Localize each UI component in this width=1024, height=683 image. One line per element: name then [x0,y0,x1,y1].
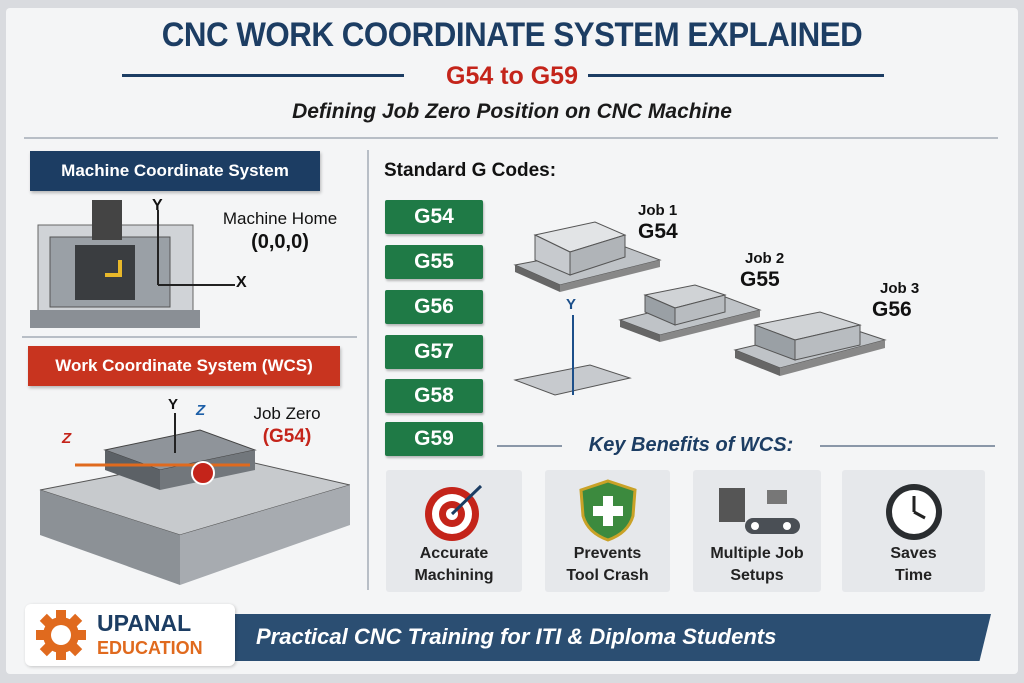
machine-home-label: Machine Home [222,209,338,228]
target-icon [425,484,483,541]
footer-banner [225,614,991,661]
benefit-text: Tool Crash [566,567,649,584]
page-title: CNC WORK COORDINATE SYSTEM EXPLAINED [161,16,863,54]
vertical-divider [367,150,369,590]
job1-label: Job 1 [638,202,678,219]
job2-label: Job 2 [745,250,785,267]
multiple-setups-icon [719,488,800,534]
gear-logo-icon [36,610,86,660]
job2-fixture [618,284,762,342]
benefit-text: Setups [730,567,784,584]
job-zero-label: Job Zero [253,404,321,423]
gcode-g57: G57 [385,335,483,369]
gcode-g59: G59 [385,422,483,456]
job3-fixture [733,311,887,376]
job3-label: Job 3 [880,280,920,297]
cnc-machine-illustration [30,200,235,328]
gcode-g55: G55 [385,245,483,279]
jobs-y-label: Y [566,296,577,313]
benefits-rule-right [820,445,995,447]
machine-coordinate-badge: Machine Coordinate System [30,151,320,191]
job-zero-code: (G54) [262,426,312,447]
wcs-z-label-red: Z [62,430,72,447]
page-subtitle: G54 to G59 [446,62,578,90]
logo-box: UPANAL EDUCATION [25,604,235,666]
benefit-text: Multiple Job [710,545,804,562]
gcodes-heading: Standard G Codes: [384,160,557,181]
benefit-text: Prevents [573,545,642,562]
job-zero-marker [191,461,215,485]
benefit-text: Machining [414,567,494,584]
left-divider [22,336,357,338]
subtitle-rule-right [588,74,884,77]
footer-banner-text: Practical CNC Training for ITI & Diploma… [256,624,777,649]
gcode-g54: G54 [385,200,483,234]
subtitle-rule-left [122,74,404,77]
logo-line2: EDUCATION [97,638,203,658]
benefit-text: Saves [890,545,937,562]
logo-line1: UPANAL [97,610,192,636]
ref-plate [513,315,632,396]
machine-home-coords: (0,0,0) [251,231,309,253]
machine-y-label: Y [152,197,163,214]
benefits-heading: Key Benefits of WCS: [588,434,794,456]
job3-code: G56 [872,298,912,321]
job1-fixture [513,221,662,292]
wcs-y-label: Y [168,396,179,413]
tagline: Defining Job Zero Position on CNC Machin… [292,100,732,123]
work-table-illustration [39,413,350,585]
gcode-g56: G56 [385,290,483,324]
benefit-text: Accurate [419,545,489,562]
shield-plus-icon [578,479,637,542]
jobs-illustration [513,221,887,396]
clock-icon [885,484,942,540]
benefit-text: Time [894,567,933,584]
header-divider [24,137,998,139]
job2-code: G55 [740,268,780,291]
job1-code: G54 [638,220,678,243]
gcode-g58: G58 [385,379,483,413]
benefits-rule-left [497,445,562,447]
wcs-z-label-blue: Z [196,402,206,419]
machine-x-label: X [236,274,247,291]
wcs-badge: Work Coordinate System (WCS) [28,346,340,386]
